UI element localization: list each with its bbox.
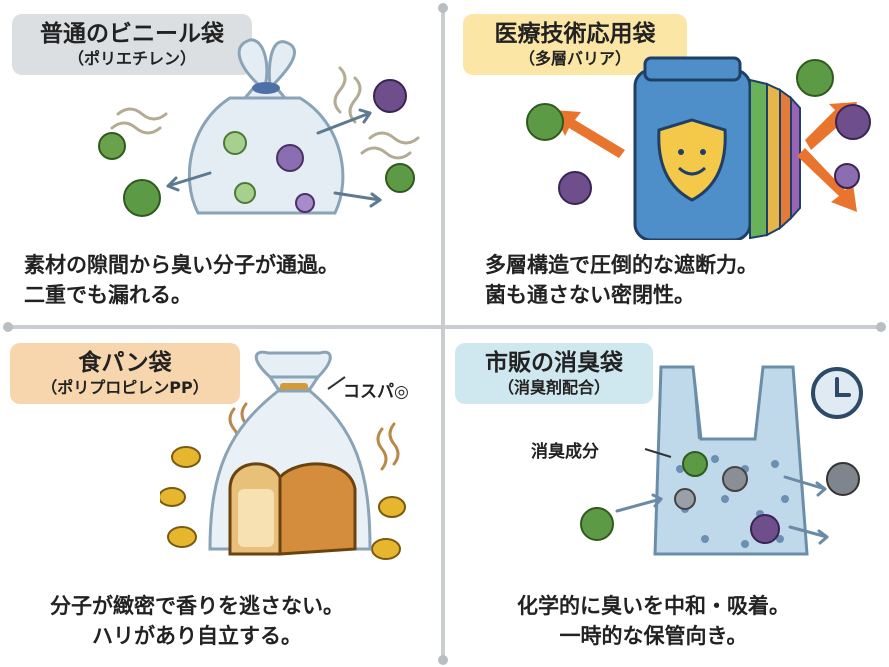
panel-title: 市販の消臭袋	[485, 350, 623, 376]
arrow-icon	[166, 108, 382, 208]
clock-icon	[811, 367, 863, 419]
coin-icon	[160, 446, 406, 560]
germ-icon	[123, 179, 161, 217]
bread-icon	[228, 462, 357, 556]
caption-line: 多層構造で圧倒的な遮断力。	[485, 253, 758, 277]
panel-caption: 素材の隙間から臭い分子が通過。 二重でも漏れる。	[24, 250, 339, 311]
deodorizing-bag-illustration	[580, 365, 863, 556]
germ-icon	[580, 507, 614, 541]
plastic-bag-illustration	[98, 38, 420, 217]
shield-icon	[657, 118, 727, 202]
panel-deodorizing-bag: 市販の消臭袋 （消臭剤配合） 消臭成分	[445, 329, 885, 657]
germ-icon	[682, 451, 708, 477]
medical-bag-illustration	[526, 56, 871, 240]
panel-title: 食パン袋	[78, 350, 172, 376]
divider-dot	[438, 655, 448, 665]
panel-caption: 分子が緻密で香りを逃さない。 ハリがあり自立する。	[50, 591, 344, 652]
germ-icon	[373, 79, 407, 113]
germ-icon	[295, 193, 315, 213]
caption-line: 二重でも漏れる。	[24, 283, 192, 308]
germ-icon	[98, 132, 126, 160]
panel-subtitle: （消臭剤配合）	[497, 377, 610, 397]
panel-medical-bag: 医療技術応用袋 （多層バリア） 多層構造で圧倒的な遮断力。 菌も	[445, 0, 885, 328]
panel-title-tag: 普通のビニール袋 （ポリエチレン）	[12, 14, 252, 75]
bread-bag-illustration	[160, 350, 406, 560]
panel-subtitle: （ポリエチレン）	[67, 48, 196, 68]
vertical-divider	[441, 8, 445, 659]
panel-subtitle: （ポリプロピレンPP）	[41, 377, 209, 397]
caption-line: 菌も通さない密閉性。	[485, 283, 695, 308]
germ-icon	[526, 103, 564, 141]
caption-line: 一時的な保管向き。	[559, 624, 748, 649]
panel-title-tag: 食パン袋 （ポリプロピレンPP）	[10, 343, 240, 404]
panel-title: 普通のビニール袋	[40, 21, 224, 47]
germ-icon	[750, 514, 780, 544]
panel-title-tag: 市販の消臭袋 （消臭剤配合）	[455, 343, 653, 404]
panel-subtitle: （多層バリア）	[518, 48, 631, 68]
germ-icon	[558, 171, 592, 205]
caption-line: ハリがあり自立する。	[92, 624, 302, 649]
arrow-icon	[615, 475, 829, 545]
cost-note: コスパ◎	[343, 382, 409, 402]
germ-icon	[234, 182, 256, 204]
panel-title: 医療技術応用袋	[494, 21, 656, 47]
germ-icon	[835, 104, 871, 140]
germ-icon	[834, 163, 860, 189]
germ-icon	[223, 131, 247, 155]
caption-line: 素材の隙間から臭い分子が通過。	[24, 253, 339, 277]
germ-icon	[674, 488, 696, 510]
divider-dot	[876, 322, 886, 332]
germ-icon	[826, 462, 860, 496]
caption-line: 分子が緻密で香りを逃さない。	[50, 594, 344, 618]
panel-caption: 多層構造で圧倒的な遮断力。 菌も通さない密閉性。	[485, 250, 758, 311]
panel-caption: 化学的に臭いを中和・吸着。 一時的な保管向き。	[517, 591, 790, 652]
germ-icon	[385, 163, 415, 193]
panel-bread-bag: 食パン袋 （ポリプロピレンPP） コスパ◎	[0, 329, 440, 657]
panel-plastic-bag: 普通のビニール袋 （ポリエチレン）	[0, 0, 440, 328]
germ-icon	[722, 466, 748, 492]
deodorant-label: 消臭成分	[531, 442, 599, 462]
caption-line: 化学的に臭いを中和・吸着。	[517, 594, 790, 618]
germ-icon	[276, 144, 304, 172]
divider-dot	[3, 322, 13, 332]
divider-dot	[438, 3, 448, 13]
horizontal-divider	[8, 325, 881, 329]
germ-icon	[796, 59, 834, 97]
